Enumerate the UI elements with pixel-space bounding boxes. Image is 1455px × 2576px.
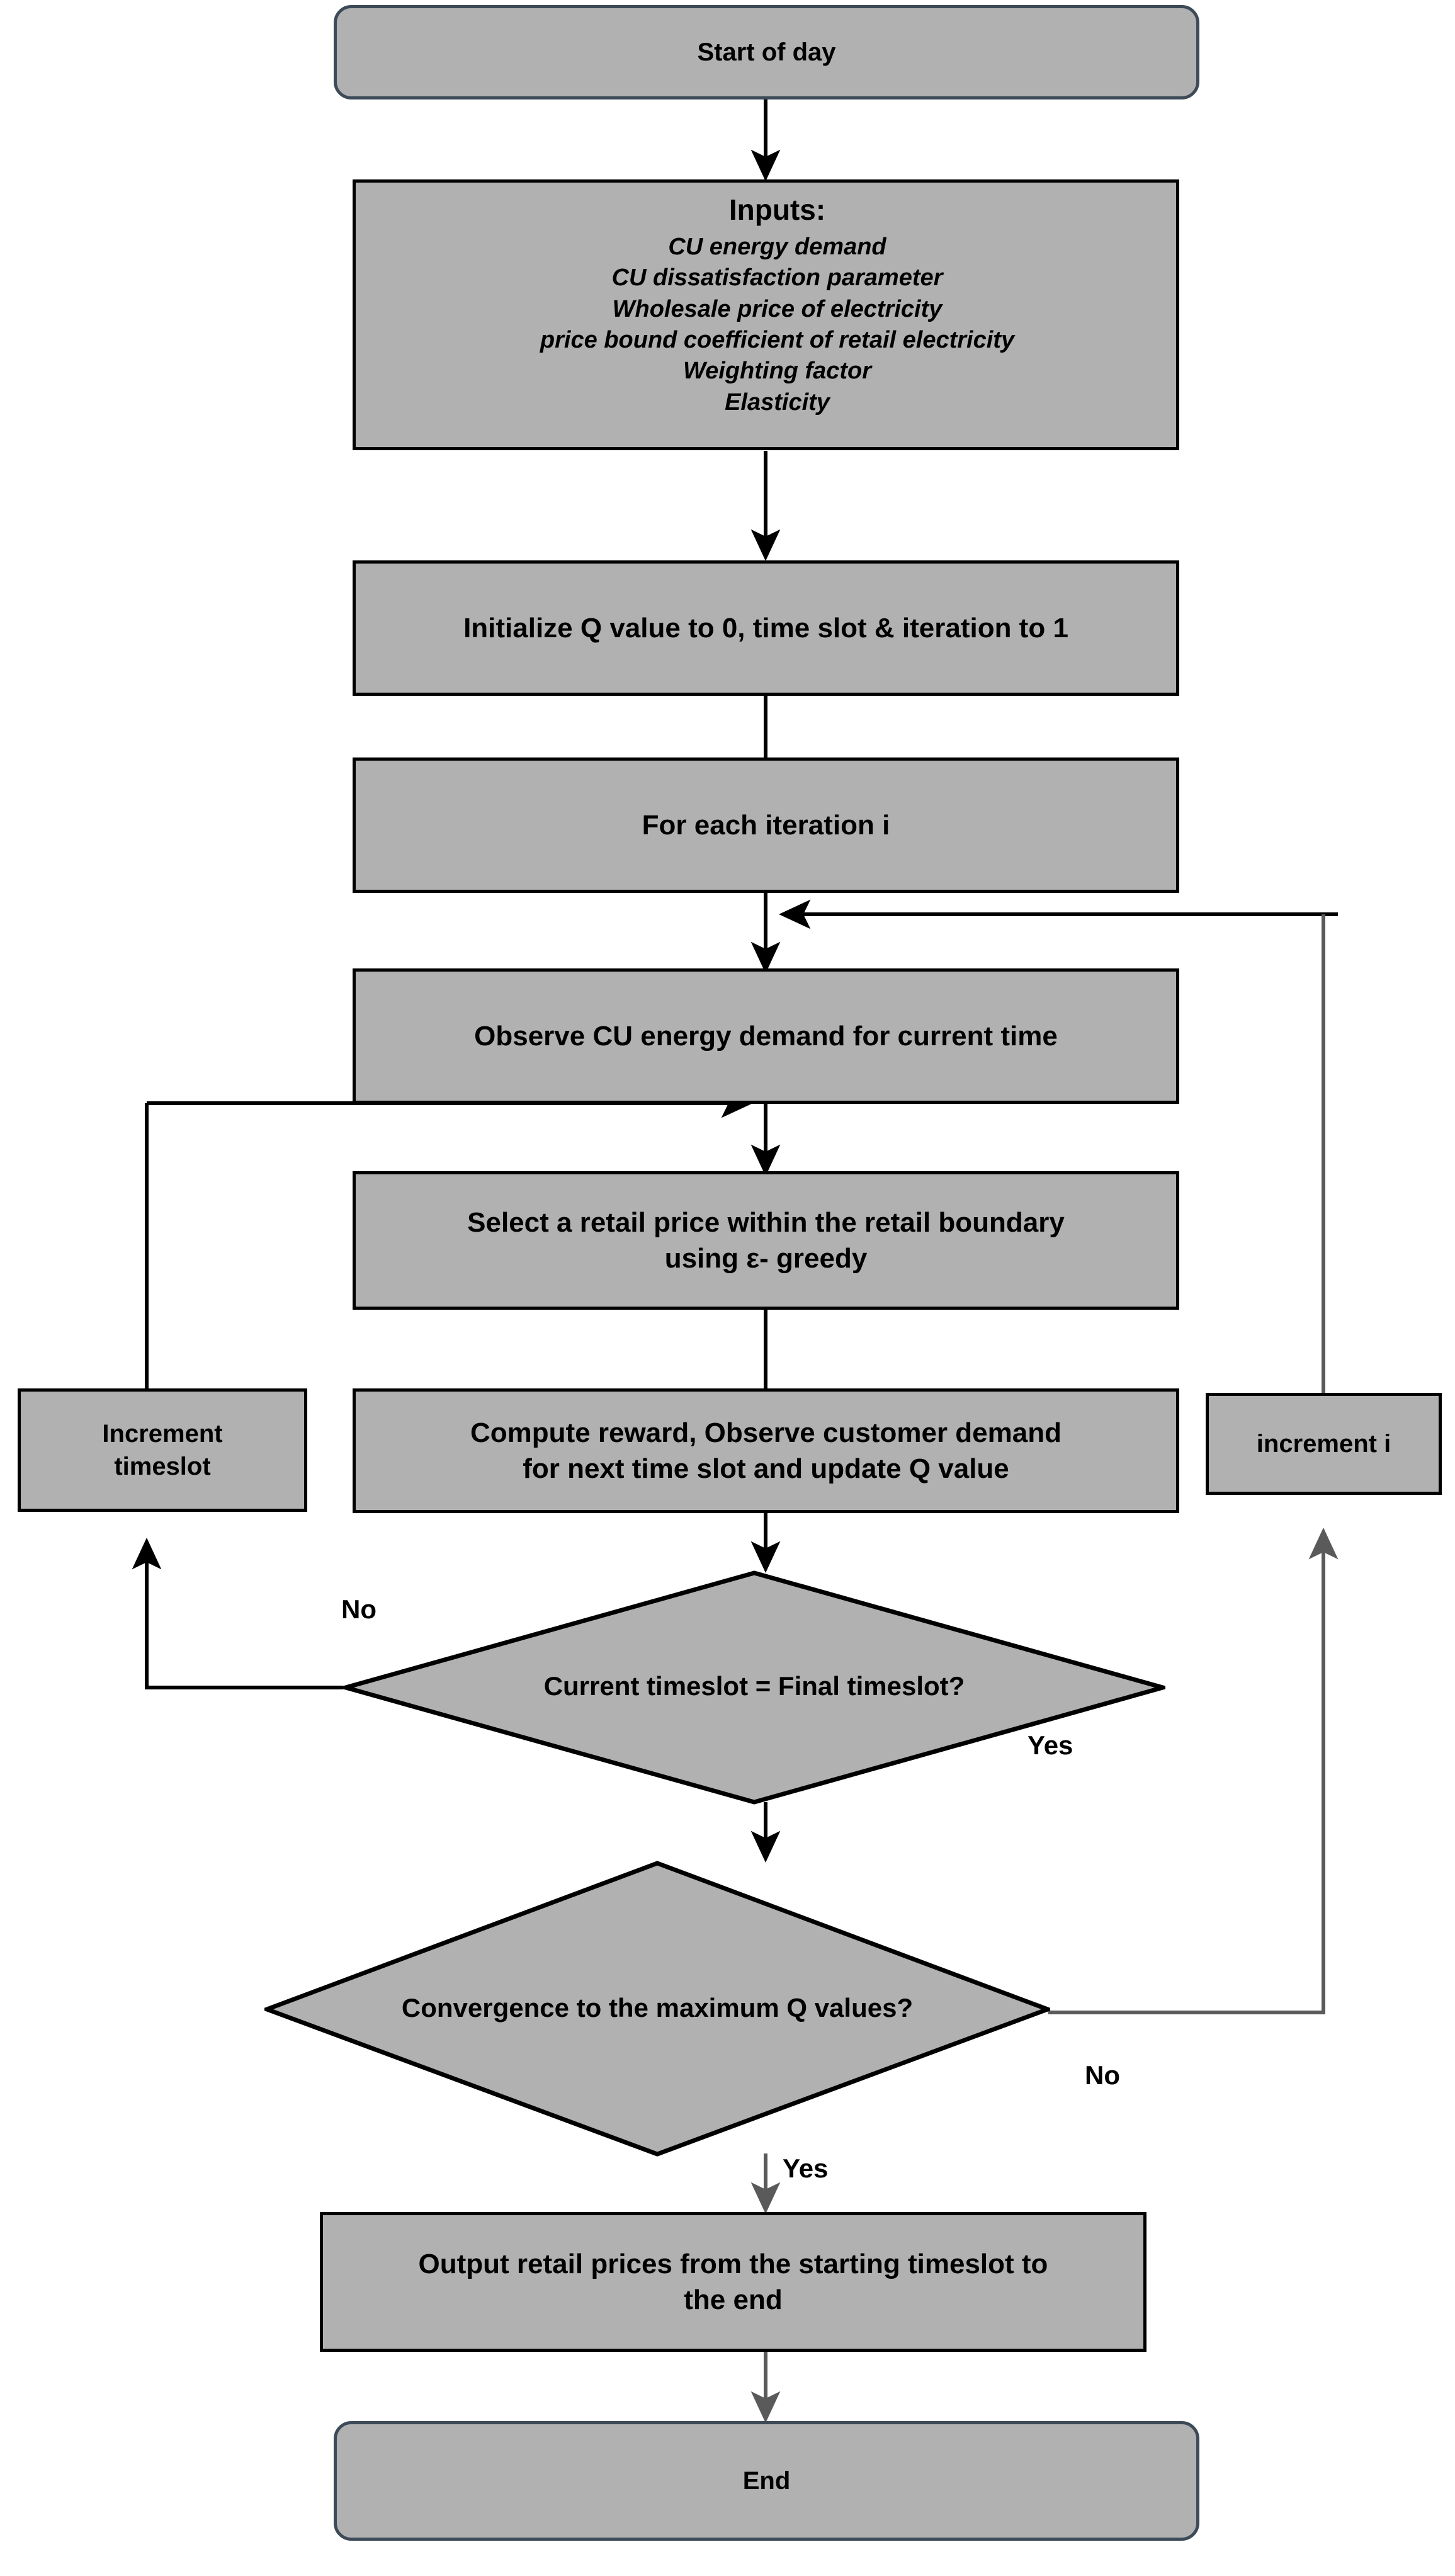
node-end[interactable]: End [334,2421,1199,2541]
node-initialize-label: Initialize Q value to 0, time slot & ite… [463,612,1068,644]
node-inputs-line-1: CU energy demand [668,233,886,260]
node-select-price-line-2: using ε- greedy [664,1243,868,1274]
node-decision-timeslot-label: Current timeslot = Final timeslot? [543,1671,965,1701]
node-for-each-iteration[interactable]: For each iteration i [353,757,1179,893]
node-decision-convergence-label: Convergence to the maximum Q values? [401,1993,914,2023]
node-end-label: End [742,2467,791,2495]
node-select-price-line-1: Select a retail price within the retail … [467,1206,1065,1238]
node-inputs-line-5: Weighting factor [682,358,872,385]
node-inputs-line-3: Wholesale price of electricity [612,295,943,322]
node-select-price[interactable]: Select a retail price within the retail … [353,1171,1179,1310]
edge-label-convergence-yes: Yes [783,2153,829,2183]
node-compute-reward-line-1: Compute reward, Observe customer demand [470,1417,1062,1448]
node-increment-timeslot[interactable]: Increment timeslot [18,1388,307,1512]
node-observe-demand-label: Observe CU energy demand for current tim… [474,1020,1058,1052]
node-decision-convergence[interactable]: Convergence to the maximum Q values? [264,1861,1050,2157]
edge-label-convergence-no: No [1085,2060,1120,2090]
node-inputs-line-2: CU dissatisfaction parameter [611,264,943,292]
node-increment-i-label: increment i [1256,1430,1391,1458]
node-start-label: Start of day [697,38,836,66]
node-inputs[interactable]: Inputs: CU energy demand CU dissatisfact… [353,179,1179,450]
node-compute-reward[interactable]: Compute reward, Observe customer demand … [353,1388,1179,1513]
node-initialize[interactable]: Initialize Q value to 0, time slot & ite… [353,560,1179,696]
node-start[interactable]: Start of day [334,5,1199,99]
node-output-prices-line-2: the end [684,2284,783,2315]
node-inputs-title: Inputs: [728,193,826,226]
node-decision-timeslot[interactable]: Current timeslot = Final timeslot? [343,1570,1165,1805]
node-inputs-line-6: Elasticity [725,389,830,416]
node-increment-timeslot-line-2: timeslot [114,1453,211,1480]
node-observe-demand[interactable]: Observe CU energy demand for current tim… [353,968,1179,1104]
node-output-prices[interactable]: Output retail prices from the starting t… [320,2212,1146,2352]
edge-label-timeslot-no: No [341,1594,376,1624]
edge-label-timeslot-yes: Yes [1028,1730,1073,1760]
node-increment-timeslot-line-1: Increment [102,1420,223,1448]
node-output-prices-line-1: Output retail prices from the starting t… [418,2248,1048,2279]
node-compute-reward-line-2: for next time slot and update Q value [523,1453,1009,1484]
node-increment-i[interactable]: increment i [1206,1393,1442,1495]
node-for-each-iteration-label: For each iteration i [642,809,890,841]
node-inputs-line-4: price bound coefficient of retail electr… [540,326,1015,353]
